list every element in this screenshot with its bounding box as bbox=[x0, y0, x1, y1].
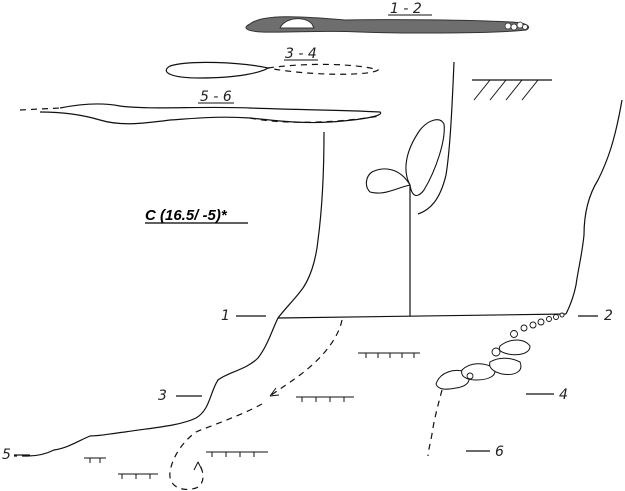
cave-profile bbox=[14, 61, 623, 457]
station-marker-3: 3 bbox=[158, 388, 202, 404]
section-1-2-shape bbox=[245, 16, 530, 34]
passage-arrow-head bbox=[269, 387, 280, 397]
marker-6-label: 6 bbox=[495, 444, 504, 460]
section-3-4-dashed bbox=[267, 63, 380, 75]
section-1-2-rubble bbox=[504, 21, 528, 31]
right-wall bbox=[565, 99, 623, 315]
section-5-6-right-dash bbox=[249, 115, 381, 123]
hanging-boulder bbox=[365, 119, 445, 196]
station-marker-2: 2 bbox=[578, 308, 613, 324]
section-1-2-label: 1 - 2 bbox=[390, 1, 422, 17]
passage-dashed-right bbox=[427, 389, 443, 457]
ground-surface-hatch bbox=[472, 79, 552, 101]
marker-3-label: 3 bbox=[158, 388, 167, 404]
floor-sediment-marks bbox=[84, 352, 420, 479]
shaft-wall bbox=[417, 61, 455, 215]
section-5-6-label: 5 - 6 bbox=[200, 89, 232, 105]
passage-dashed-lower bbox=[169, 403, 263, 491]
section-5-6-left-dash bbox=[19, 107, 61, 111]
section-5-6-lower bbox=[39, 111, 251, 125]
cross-section-1-2: 1 - 2 bbox=[245, 1, 530, 34]
passage-dashed-upper bbox=[269, 319, 343, 397]
marker-1-label: 1 bbox=[221, 308, 230, 324]
survey-line-1-2 bbox=[277, 313, 567, 319]
boulder-pile bbox=[435, 312, 565, 390]
section-1-2-boulder bbox=[279, 18, 315, 29]
section-5-6-solid bbox=[59, 103, 382, 124]
cross-section-5-6: 5 - 6 bbox=[19, 89, 382, 125]
passage-lower-arrow-head bbox=[193, 461, 203, 471]
station-marker-6: 6 bbox=[466, 444, 504, 460]
station-marker-1: 1 bbox=[221, 308, 266, 324]
marker-5-label: 5 bbox=[2, 447, 11, 463]
cross-section-3-4: 3 - 4 bbox=[165, 46, 380, 79]
left-wall bbox=[27, 131, 325, 457]
marker-4-label: 4 bbox=[559, 387, 568, 403]
survey-title-group: C (16.5/ -5)* bbox=[145, 207, 248, 224]
section-3-4-solid bbox=[165, 61, 269, 79]
survey-title: C (16.5/ -5)* bbox=[145, 207, 228, 224]
station-marker-4: 4 bbox=[526, 387, 568, 403]
section-3-4-label: 3 - 4 bbox=[285, 46, 317, 62]
marker-2-label: 2 bbox=[604, 308, 613, 324]
station-marker-5: 5 bbox=[2, 447, 30, 463]
